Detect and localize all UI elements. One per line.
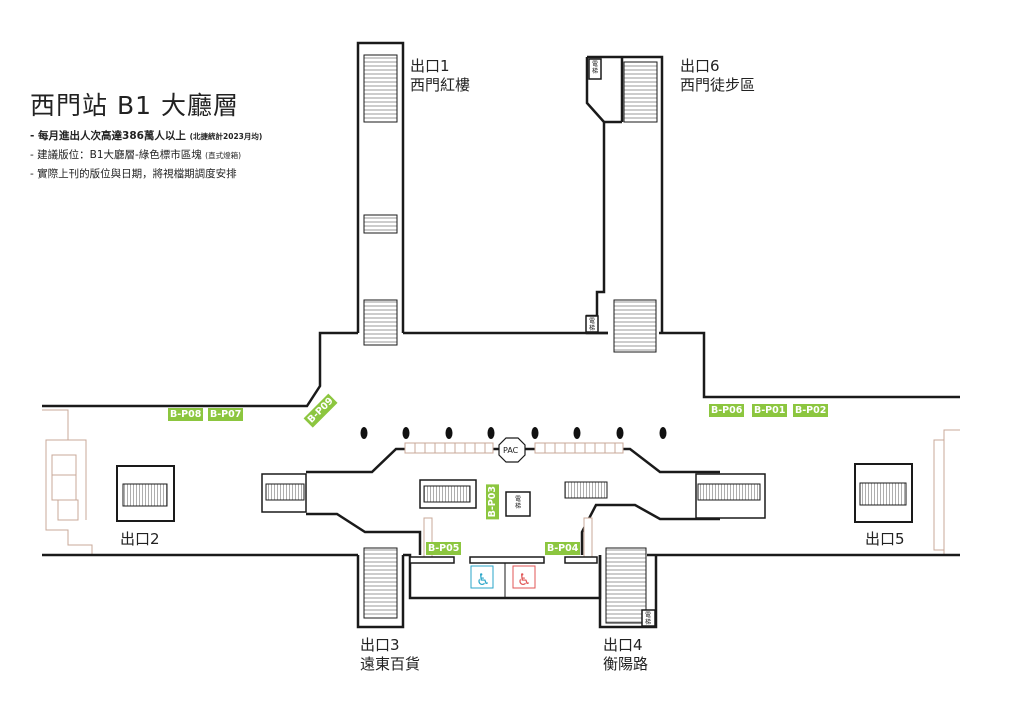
note-ridership: - 每月進出人次高達386萬人以上 (北捷統計2023月均) [30,130,263,142]
pac-booth [498,437,526,463]
exit-1-label: 出口1 西門紅樓 [410,57,471,94]
fare-gate-ticks [414,443,616,453]
elevator-label: 電梯 [588,318,595,332]
exit-5-label: 出口5 [865,530,905,548]
stairs-icon [261,473,766,519]
elevator-label: 電梯 [591,61,598,75]
building-outline-left [42,409,93,555]
elevator-label: 電梯 [644,612,651,626]
wheelchair-accessible-icon: ♿ [476,570,490,589]
exit-2-label: 出口2 [120,530,160,548]
elevator-label: 電梯 [514,496,521,510]
ad-slot-b-p03[interactable]: B-P03 [486,484,499,520]
note-schedule: - 實際上刊的版位與日期，將視檔期調度安排 [30,168,237,180]
building-outline-right [933,429,960,555]
toilet-area [470,563,536,598]
exit-5-stairbox [854,463,913,523]
fare-gates [404,442,624,559]
note-suggested-position: - 建議版位：B1大廳層-綠色標市區塊 (直式燈箱) [30,149,242,161]
ad-slot-b-p06[interactable]: B-P06 [709,404,745,417]
page-title: 西門站 B1 大廳層 [30,91,239,120]
elevator-boxes [505,58,656,627]
concourse-walls [42,41,960,629]
exit-6-label: 出口6 西門徒步區 [680,57,756,94]
notes-list: - 每月進出人次高達386萬人以上 (北捷統計2023月均) - 建議版位：B1… [30,127,262,184]
ad-slot-b-p02[interactable]: B-P02 [793,404,829,417]
ad-slot-b-p01[interactable]: B-P01 [752,404,788,417]
shop-counters [409,556,598,564]
exit-4-label: 出口4 衡陽路 [603,636,649,673]
ad-slot-b-p05[interactable]: B-P05 [426,542,462,555]
exit-2-stairbox [116,465,175,522]
columns [360,427,667,439]
pac-label: PAC [503,446,519,455]
ad-slot-b-p07[interactable]: B-P07 [208,408,244,421]
ad-slot-b-p04[interactable]: B-P04 [545,542,581,555]
ad-slot-b-p08[interactable]: B-P08 [168,408,204,421]
female-toilet-icon: ♿ [517,570,531,589]
escalator-icon [363,54,658,624]
exit-3-label: 出口3 遠東百貨 [360,636,421,673]
